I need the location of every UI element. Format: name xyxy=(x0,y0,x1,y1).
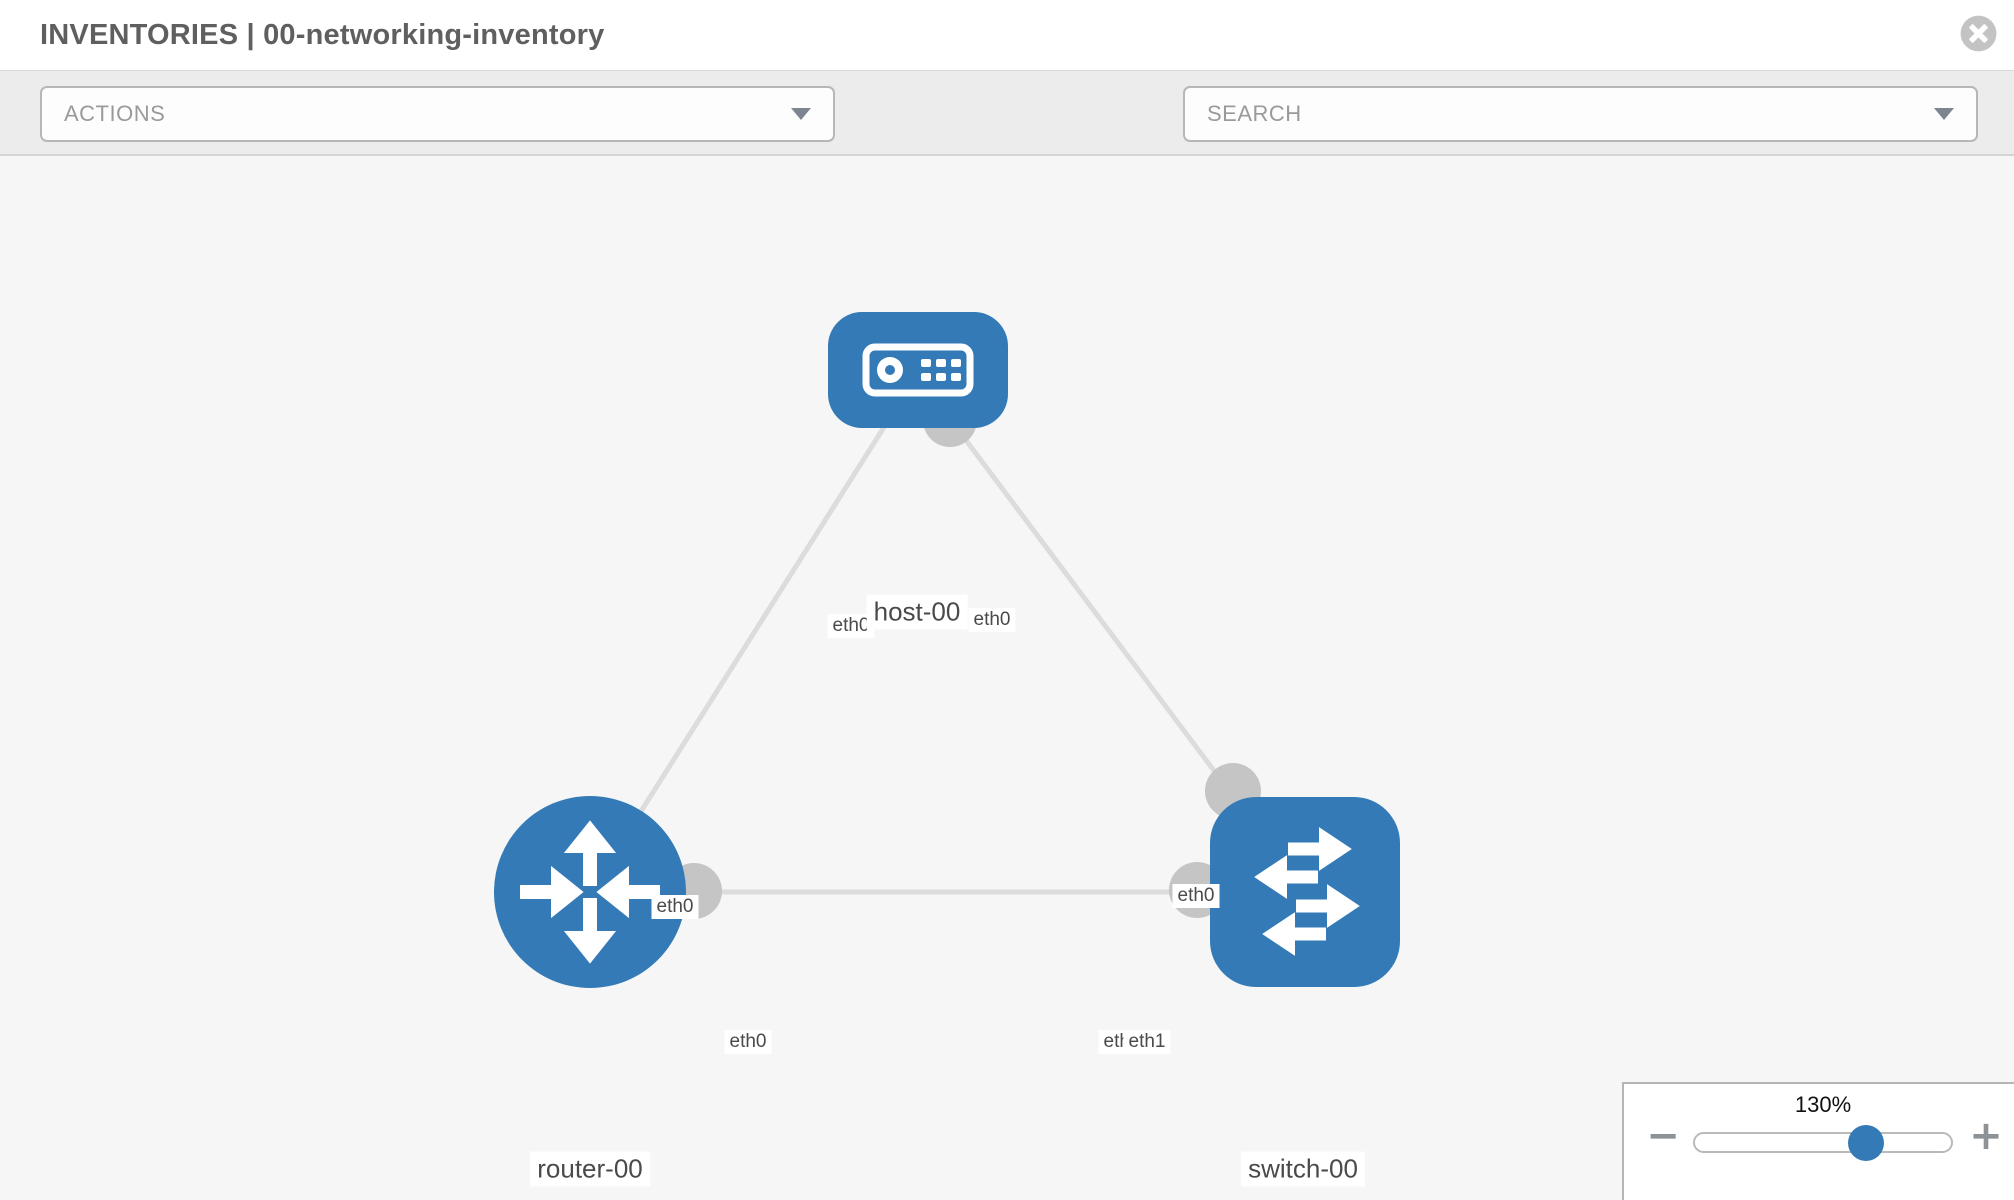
zoom-slider-thumb[interactable] xyxy=(1848,1125,1884,1161)
interface-label-switch-top: eth0 xyxy=(1172,884,1220,908)
zoom-out-button[interactable]: − xyxy=(1643,1114,1683,1158)
node-host-00[interactable] xyxy=(828,312,1008,428)
zoom-value: 130% xyxy=(1794,1092,1852,1117)
topology-canvas[interactable]: host-00 router-00 switch-00 eth0 eth0 et… xyxy=(0,156,2014,1200)
search-dropdown-label: SEARCH xyxy=(1207,101,1302,126)
header-bar: INVENTORIES | 00-networking-inventory xyxy=(0,0,2014,70)
caret-down-icon xyxy=(1934,108,1954,120)
link-host-router[interactable] xyxy=(587,373,920,894)
zoom-panel: 130% − + xyxy=(1622,1082,2014,1200)
node-switch-00[interactable] xyxy=(1210,797,1400,987)
times-circle-icon xyxy=(1960,15,1997,52)
zoom-slider[interactable] xyxy=(1693,1125,1953,1161)
interface-label-router-top: eth0 xyxy=(651,895,699,919)
interface-label-host-right: eth0 xyxy=(968,608,1016,632)
node-label-host: host-00 xyxy=(866,594,968,630)
toolbar: ACTIONS SEARCH xyxy=(0,70,2014,204)
switch-icon xyxy=(1254,827,1360,956)
search-dropdown[interactable]: SEARCH xyxy=(1183,86,1978,142)
interface-dots-layer xyxy=(666,393,1261,919)
node-label-router: router-00 xyxy=(530,1151,650,1187)
actions-dropdown-label: ACTIONS xyxy=(64,101,166,126)
host-icon xyxy=(862,343,974,397)
node-router-00[interactable] xyxy=(494,796,686,988)
interface-label-switch-left-eth1: eth1 xyxy=(1123,1030,1171,1054)
close-button[interactable] xyxy=(1960,15,1997,52)
links-layer xyxy=(587,373,1307,895)
node-label-switch: switch-00 xyxy=(1241,1151,1365,1187)
caret-down-icon xyxy=(791,108,811,120)
zoom-in-button[interactable]: + xyxy=(1966,1114,2006,1158)
router-icon xyxy=(520,820,660,964)
page-title: INVENTORIES | 00-networking-inventory xyxy=(40,19,605,51)
interface-label-router-right: eth0 xyxy=(724,1030,772,1054)
actions-dropdown[interactable]: ACTIONS xyxy=(40,86,835,142)
